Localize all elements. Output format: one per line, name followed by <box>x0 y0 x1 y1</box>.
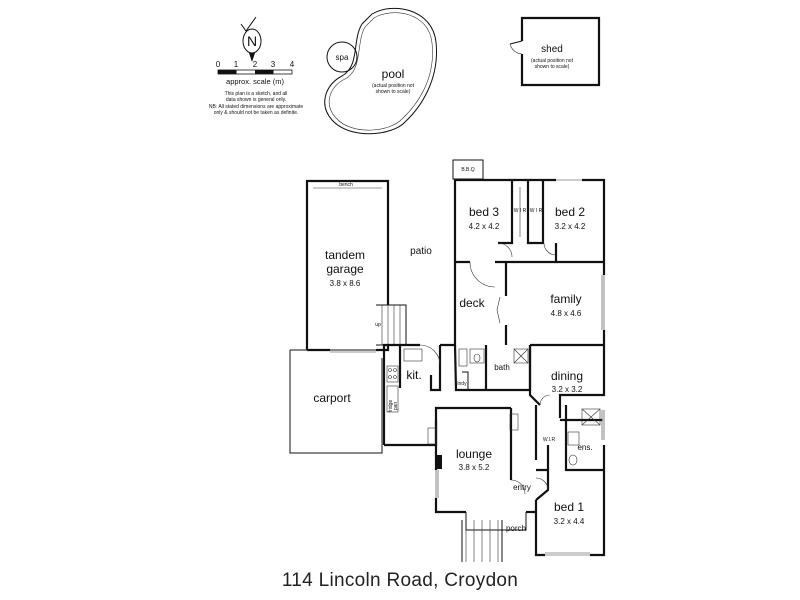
garage-steps: up <box>375 304 407 346</box>
lounge-dim: 3.8 x 5.2 <box>459 463 490 472</box>
bench-label: bench <box>339 182 353 188</box>
dining-label: dining <box>551 369 583 383</box>
garage-dim: 3.8 x 8.6 <box>330 279 361 288</box>
house-walls: B.B.Q bench up <box>289 159 606 562</box>
note-line-3: NB: All stated dimensions are approximat… <box>209 104 303 110</box>
compass-letter: N <box>247 33 257 49</box>
dining-dim: 3.2 x 3.2 <box>552 385 583 394</box>
bbq-label: B.B.Q <box>461 167 474 173</box>
ens-label: ens. <box>577 443 592 452</box>
pool-note-2: shown to scale) <box>376 89 411 95</box>
garage-label-1: tandem <box>325 248 365 262</box>
plan-title: 114 Lincoln Road, Croydon <box>281 570 519 591</box>
room-labels: tandem garage 3.8 x 8.6 patio bed 3 4.2 … <box>313 205 592 533</box>
shed-note-2: shown to scale) <box>535 64 570 70</box>
scale-tick-2: 2 <box>253 60 258 69</box>
up-label: up <box>375 322 381 328</box>
kitchen-label: kit. <box>406 368 421 382</box>
pool-note-1: (actual position not <box>372 83 415 89</box>
entry-label: entry <box>513 483 531 492</box>
bed3-label: bed 3 <box>469 205 499 219</box>
pool: spa pool (actual position not shown to s… <box>324 7 438 135</box>
scale-bar: 0 1 2 3 4 approx. scale (m) <box>216 60 295 86</box>
spa-label: spa <box>336 53 349 62</box>
wir-b-label: W I R <box>530 208 543 214</box>
porch-label: porch <box>506 524 526 533</box>
scale-tick-4: 4 <box>290 60 295 69</box>
pantry-label: pan <box>393 402 399 411</box>
bed2-dim: 3.2 x 4.2 <box>555 222 586 231</box>
lounge-label: lounge <box>456 447 492 461</box>
wir-a-label: W I R <box>514 208 527 214</box>
bed2-label: bed 2 <box>555 205 585 219</box>
bed1-label: bed 1 <box>554 500 584 514</box>
scale-tick-1: 1 <box>234 60 239 69</box>
shed-label: shed <box>541 44 563 55</box>
deck-label: deck <box>459 296 485 310</box>
scale-tick-3: 3 <box>271 60 276 69</box>
shed-note-1: (actual position not <box>531 58 574 64</box>
note-line-4: only & should not be taken as definite. <box>214 110 299 116</box>
family-dim: 4.8 x 4.6 <box>551 309 582 318</box>
scale-tick-0: 0 <box>216 60 221 69</box>
bath-label: bath <box>494 363 510 372</box>
patio-label: patio <box>410 246 432 257</box>
shed: shed (actual position not shown to scale… <box>509 16 601 87</box>
bed1-dim: 3.2 x 4.4 <box>554 517 585 526</box>
garage-label-2: garage <box>326 262 364 276</box>
fridge-label: fridge <box>388 400 394 413</box>
note-line-2: data shown is general only. <box>226 97 286 103</box>
carport-label: carport <box>313 391 351 405</box>
plan-notes: This plan is a sketch, and all data show… <box>209 91 303 116</box>
family-label: family <box>550 292 581 306</box>
note-line-1: This plan is a sketch, and all <box>225 91 288 97</box>
north-arrow-icon: N <box>240 16 262 62</box>
pool-label: pool <box>382 67 405 81</box>
porch-steps <box>461 520 503 562</box>
lndy-label: lndy <box>457 381 467 387</box>
wir-c-label: W.I.R <box>543 437 556 443</box>
bed3-dim: 4.2 x 4.2 <box>469 222 500 231</box>
scale-label: approx. scale (m) <box>226 77 284 86</box>
